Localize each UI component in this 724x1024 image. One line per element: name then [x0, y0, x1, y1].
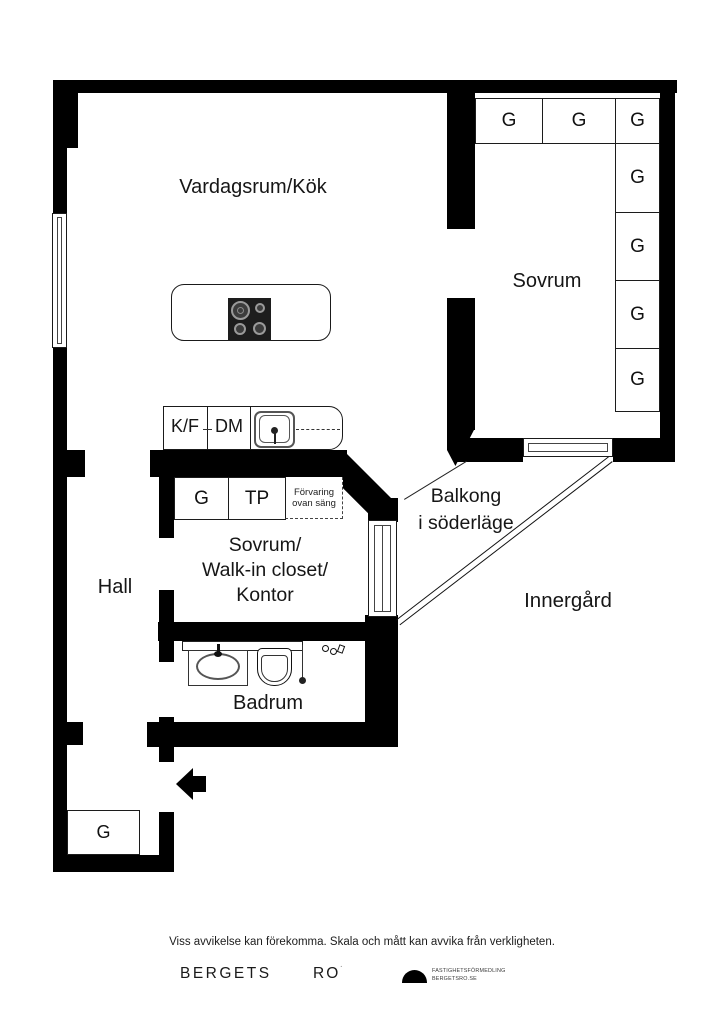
- storage-note-line1: Förvaring: [293, 486, 335, 498]
- entrance-arrow-icon: [176, 768, 193, 800]
- entrance-arrow-tail: [192, 776, 206, 792]
- dishwasher-label: DM: [215, 416, 243, 436]
- footer-disclaimer: Viss avvikelse kan förekomma. Skala och …: [169, 936, 555, 948]
- window-bedroom: [523, 438, 613, 457]
- stove-burner-2: [255, 303, 265, 313]
- mixer-tap-icon-2: [330, 648, 337, 655]
- counter-dashed-line: [296, 429, 340, 430]
- closet-bedroom-right-1: G: [615, 143, 660, 213]
- closet-label: G: [571, 110, 587, 131]
- closet-label: G: [630, 369, 645, 390]
- logo-text: FASTIGHETSFÖRMEDLING BERGETSRO.SE: [432, 968, 542, 983]
- closet-bedroom-top-2: G: [542, 98, 616, 144]
- stove-burner-4: [253, 322, 266, 335]
- room-label-bedroom: Sovrum: [512, 270, 582, 292]
- window-bedroom-glass: [528, 443, 608, 452]
- wall-bathroom-top: [158, 622, 368, 641]
- kitchen-counter: [163, 406, 343, 450]
- closet-bedroom-right-3: G: [615, 280, 660, 349]
- shower-line: [302, 645, 303, 678]
- storage-note-line2: ovan säng: [292, 497, 336, 509]
- wall-corridor-2: [159, 590, 174, 662]
- wall-left-lower: [53, 348, 67, 872]
- kitchen-faucet-icon: [271, 427, 278, 434]
- window-left-glass: [57, 217, 62, 344]
- wall-bathroom-bottom: [147, 722, 398, 747]
- closet-label: G: [96, 822, 111, 842]
- closet-walkin-g: G: [174, 477, 229, 520]
- wall-left-stub-bottom: [53, 722, 83, 745]
- wall-balcony-door-top-stub: [368, 498, 398, 522]
- wall-right: [660, 80, 675, 462]
- logo-text-line1: FASTIGHETSFÖRMEDLING: [432, 968, 506, 974]
- brand-bergets: BERGETS: [180, 965, 272, 982]
- brand-ro-mark: ˙: [340, 965, 345, 974]
- area-label-courtyard: Innergård: [524, 589, 612, 612]
- shower-dot: [299, 677, 306, 684]
- wall-corridor-4: [159, 812, 174, 855]
- brand-ro: RO˙: [313, 965, 353, 983]
- walkin-line-1: Sovrum/: [228, 534, 302, 556]
- walkin-line-2: Walk-in closet/: [201, 559, 329, 581]
- wall-divider-upper: [447, 93, 475, 229]
- counter-divider-1: [207, 407, 208, 450]
- wall-bedroom-bottom-right: [613, 438, 675, 462]
- wall-left-stub-kitchen: [53, 450, 85, 477]
- balcony-door-mullion: [382, 525, 383, 612]
- room-label-hall: Hall: [97, 576, 133, 598]
- closet-bedroom-right-2: G: [615, 212, 660, 281]
- balcony-line-1: Balkong: [430, 485, 502, 507]
- wall-bottom: [53, 855, 174, 872]
- wall-corridor-1: [159, 477, 174, 538]
- closet-label: G: [194, 487, 209, 509]
- mixer-tap-icon-3: [336, 644, 346, 654]
- closet-label: G: [630, 167, 645, 188]
- closet-bedroom-right-4: G: [615, 348, 660, 412]
- counter-divider-2: [250, 407, 251, 450]
- wall-top: [53, 80, 677, 93]
- stove-burner-3: [234, 323, 246, 335]
- walkin-line-3: Kontor: [236, 584, 294, 606]
- logo-text-line2: BERGETSRO.SE: [432, 975, 477, 982]
- room-label-living: Vardagsrum/Kök: [179, 176, 327, 198]
- stove-burner-1-inner: [237, 307, 244, 314]
- bathroom-sink-basin: [196, 653, 240, 680]
- brand-ro-text: RO: [313, 965, 341, 983]
- mixer-tap-icon-1: [322, 645, 329, 652]
- room-label-bathroom: Badrum: [232, 692, 304, 714]
- stove-burner-1: [231, 301, 250, 320]
- closet-walkin-tp: TP: [228, 477, 286, 520]
- kitchen-faucet-stem: [274, 433, 276, 444]
- room-label-walkin: Sovrum/ Walk-in closet/ Kontor: [175, 533, 355, 608]
- closet-label: G: [630, 303, 645, 325]
- closet-bedroom-top-1: G: [475, 98, 543, 144]
- storage-above-bed: Förvaring ovan säng: [285, 477, 343, 519]
- closet-hall-g: G: [67, 810, 140, 855]
- wall-bedroom-bottom-left: [455, 438, 523, 462]
- wall-kitchen: [150, 450, 347, 477]
- bathroom-faucet-stem: [217, 644, 220, 654]
- fridge-freezer-label: K/F: [170, 416, 199, 436]
- balcony-line-2: i söderläge: [418, 512, 514, 534]
- bathroom-faucet-icon: [214, 651, 222, 657]
- window-left-wall: [52, 213, 67, 348]
- balcony-door: [368, 520, 397, 617]
- wall-corridor-3: [159, 717, 174, 762]
- wall-divider-lower: [447, 298, 475, 430]
- closet-label: G: [630, 235, 645, 257]
- closet-bedroom-top-3: G: [615, 98, 660, 144]
- bergets-ro-logo: [402, 970, 427, 983]
- closet-label: G: [501, 110, 517, 131]
- closet-label: G: [630, 110, 645, 131]
- counter-dash-1: [203, 429, 212, 430]
- toilet-bowl: [261, 655, 288, 682]
- closet-label: TP: [244, 487, 270, 509]
- wall-left-upper: [53, 80, 67, 213]
- room-label-balcony: Balkong i söderläge: [396, 483, 536, 537]
